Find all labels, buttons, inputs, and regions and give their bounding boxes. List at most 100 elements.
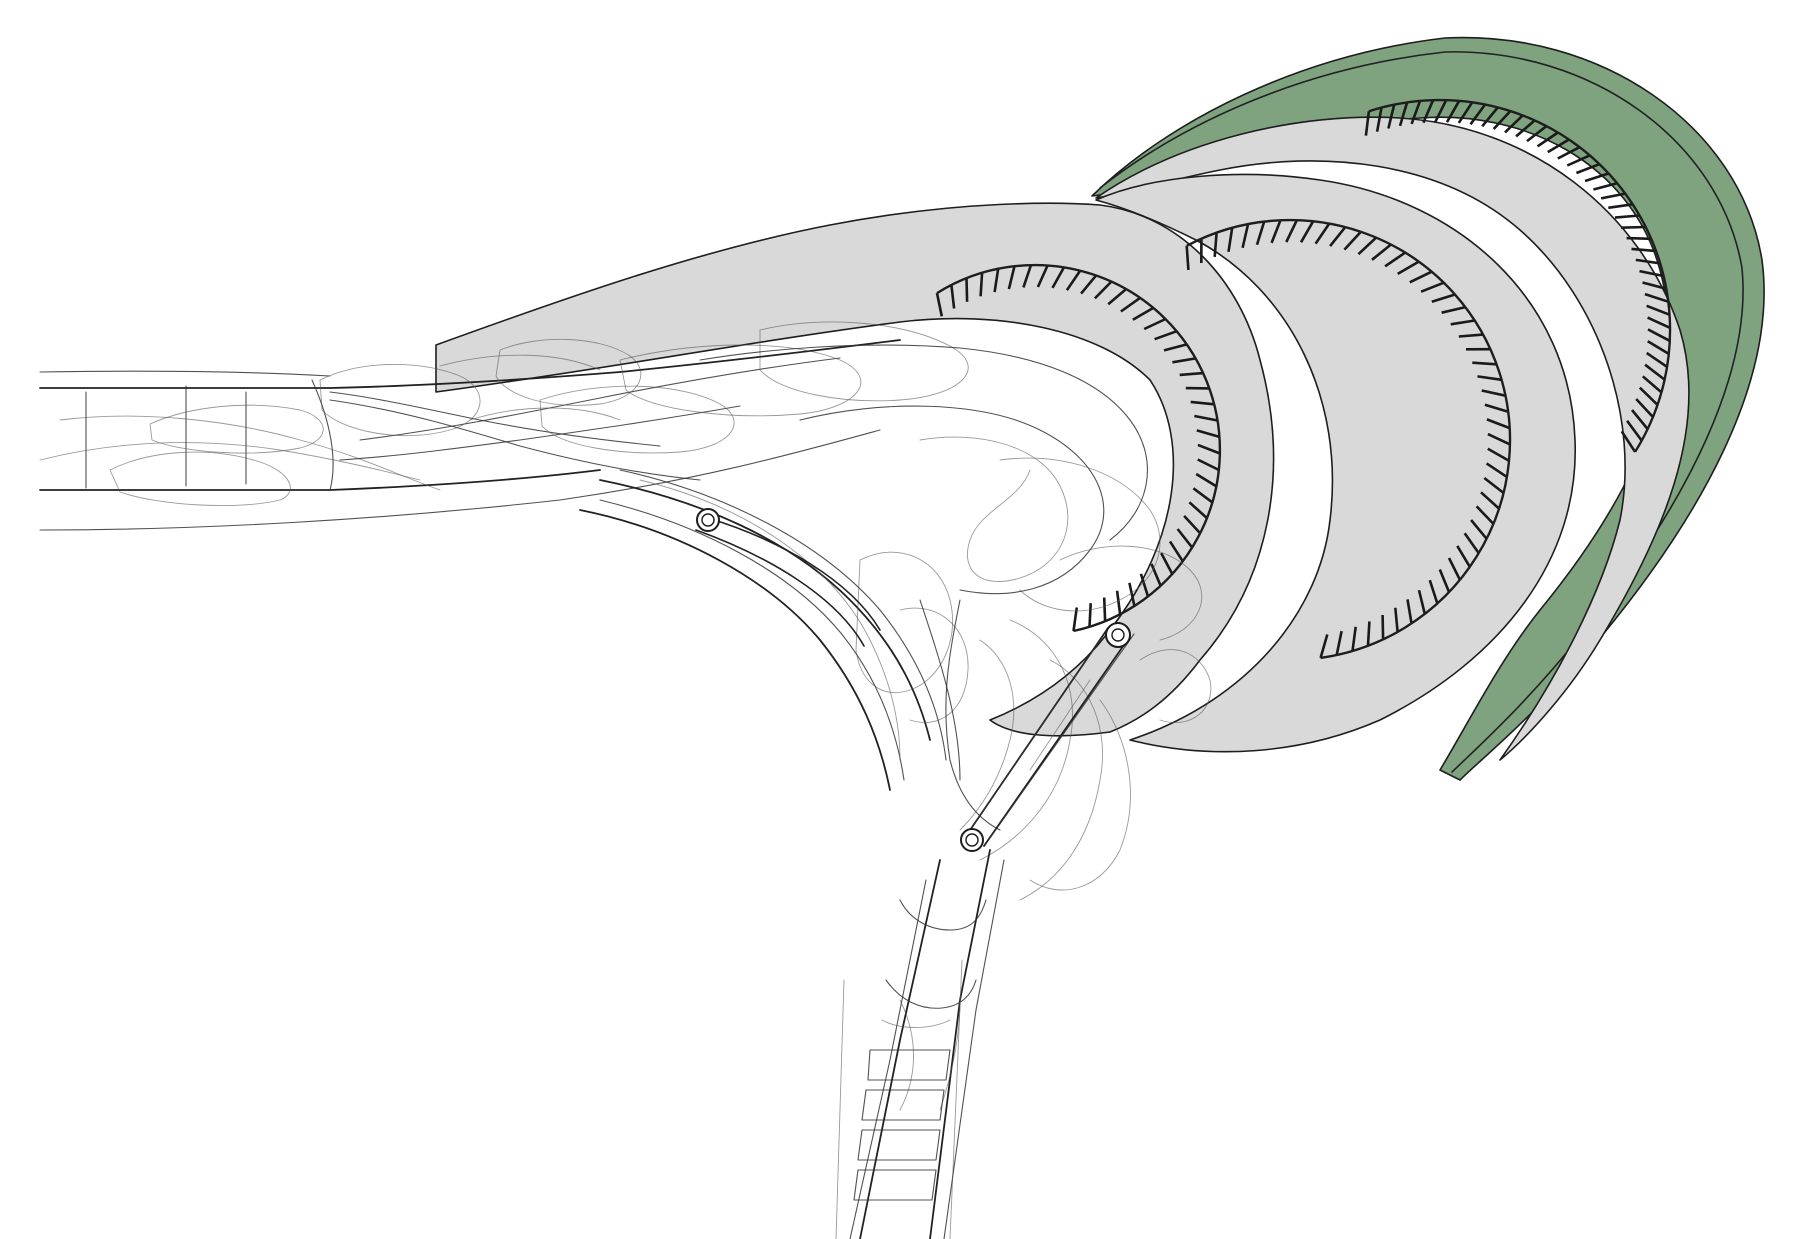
hatch-rib bbox=[1646, 304, 1670, 316]
hatch-rib bbox=[1227, 227, 1234, 252]
hatch-rib bbox=[1469, 103, 1487, 126]
hatch-rib bbox=[1504, 114, 1524, 134]
hatch-rib bbox=[1343, 230, 1362, 251]
hatch-rib bbox=[1154, 329, 1178, 341]
hatch-rib bbox=[1351, 626, 1357, 652]
hatch-rib bbox=[1299, 220, 1315, 243]
hatch-rib bbox=[1484, 403, 1509, 414]
hatch-rib bbox=[1406, 599, 1413, 624]
hatch-rib bbox=[935, 292, 944, 317]
hatch-rib bbox=[1051, 266, 1066, 289]
hatch-rib bbox=[1492, 110, 1512, 130]
hatch-spine bbox=[1186, 218, 1512, 660]
hatch-rib bbox=[1463, 532, 1480, 554]
hatch-rib bbox=[1472, 361, 1497, 366]
hatch-rib bbox=[1593, 182, 1618, 191]
hatch-spine bbox=[1368, 98, 1672, 453]
hatch-rib bbox=[1065, 269, 1082, 291]
hatch-rib bbox=[1481, 389, 1506, 397]
hatch-rib bbox=[1547, 138, 1570, 154]
hatch-rib bbox=[1314, 222, 1331, 245]
hatch-rib bbox=[1285, 219, 1299, 243]
hatch-rib bbox=[1072, 607, 1079, 632]
hatch-rib bbox=[1120, 296, 1141, 313]
hatch-rib bbox=[1150, 563, 1162, 587]
hatch-rib bbox=[1536, 131, 1559, 148]
hatch-rib bbox=[1384, 251, 1406, 268]
hatch-rib bbox=[1270, 219, 1282, 244]
hatch-rib bbox=[1638, 386, 1659, 406]
hatch-rib bbox=[1007, 265, 1016, 290]
hatch-rib bbox=[979, 272, 984, 297]
hatch-rib bbox=[1457, 101, 1474, 124]
hatch-rib bbox=[1381, 614, 1385, 640]
hatch-rib bbox=[1487, 432, 1511, 446]
hatch-rib bbox=[1319, 634, 1329, 659]
hatch-rib bbox=[1557, 146, 1581, 160]
hatch-rib bbox=[1450, 319, 1475, 326]
hatch-rib bbox=[1626, 236, 1652, 241]
hatch-rib bbox=[1107, 288, 1128, 306]
hatch-rib bbox=[1456, 545, 1471, 568]
hatch-rib bbox=[1626, 420, 1643, 442]
hatch-rib bbox=[1420, 281, 1445, 293]
hatch-rib bbox=[1445, 100, 1461, 123]
hatch-rib bbox=[1441, 305, 1466, 314]
link-bars bbox=[695, 517, 1135, 847]
hatch-rib bbox=[1480, 491, 1500, 510]
hatch-rib bbox=[1575, 162, 1600, 175]
hatch-rib bbox=[1168, 540, 1184, 563]
hatch-small bbox=[935, 263, 1222, 633]
hatch-rib bbox=[1600, 192, 1626, 200]
hatch-rib bbox=[1483, 476, 1505, 494]
hatch-rib bbox=[1387, 104, 1396, 129]
hatch-rib bbox=[993, 268, 1000, 293]
hatch-rib bbox=[1329, 226, 1347, 247]
hatch-rib bbox=[1179, 371, 1204, 377]
hatch-rib bbox=[1409, 270, 1433, 284]
hatch-rib bbox=[1566, 154, 1591, 167]
hatch-rib bbox=[1422, 99, 1435, 124]
hatch-rib bbox=[1647, 328, 1671, 342]
hatch-rib bbox=[965, 278, 969, 302]
hatch-rib bbox=[1608, 203, 1633, 210]
joint-right bbox=[1105, 622, 1131, 648]
horizontal-beam bbox=[39, 321, 1161, 612]
hatch-rib bbox=[1197, 458, 1220, 472]
hatch-rib bbox=[1375, 107, 1383, 132]
hatch-large bbox=[1364, 98, 1672, 453]
hatch-rib bbox=[1487, 447, 1510, 462]
hatch-rib bbox=[950, 284, 956, 309]
joint-upper bbox=[696, 508, 720, 532]
hatch-rib bbox=[1639, 269, 1664, 278]
shell-middle bbox=[1095, 173, 1576, 753]
hatch-rib bbox=[1371, 243, 1392, 261]
hatch-rib bbox=[1397, 260, 1420, 276]
hatch-rib bbox=[1185, 245, 1190, 271]
hatch-rib bbox=[1631, 247, 1657, 253]
hatch-rib bbox=[1642, 281, 1667, 291]
hatch-rib bbox=[1614, 214, 1640, 219]
hatch-rib bbox=[1647, 316, 1671, 329]
hatch-rib bbox=[1139, 573, 1150, 597]
hatch-rib bbox=[1197, 443, 1221, 455]
hatch-rib bbox=[1093, 280, 1113, 300]
hatch-rib bbox=[1088, 603, 1092, 627]
hatch-rib bbox=[1364, 111, 1371, 136]
hatch-rib bbox=[1357, 236, 1378, 256]
hatch-rib bbox=[1188, 501, 1208, 520]
hatch-rib bbox=[1022, 264, 1033, 288]
hatch-rib bbox=[1143, 317, 1167, 331]
hatch-rib bbox=[1417, 589, 1427, 615]
hatch-rib bbox=[1630, 409, 1649, 430]
hatch-rib bbox=[1481, 106, 1499, 128]
hatch-rib bbox=[1255, 221, 1266, 246]
hatch-rib bbox=[1196, 429, 1220, 439]
hatch-rib bbox=[1428, 579, 1439, 604]
hatch-rib bbox=[1172, 357, 1196, 364]
hatch-rib bbox=[1635, 398, 1654, 418]
hatch-rib bbox=[1163, 343, 1188, 352]
hatch-rib bbox=[1647, 340, 1670, 356]
hatch-rib bbox=[1190, 400, 1215, 406]
